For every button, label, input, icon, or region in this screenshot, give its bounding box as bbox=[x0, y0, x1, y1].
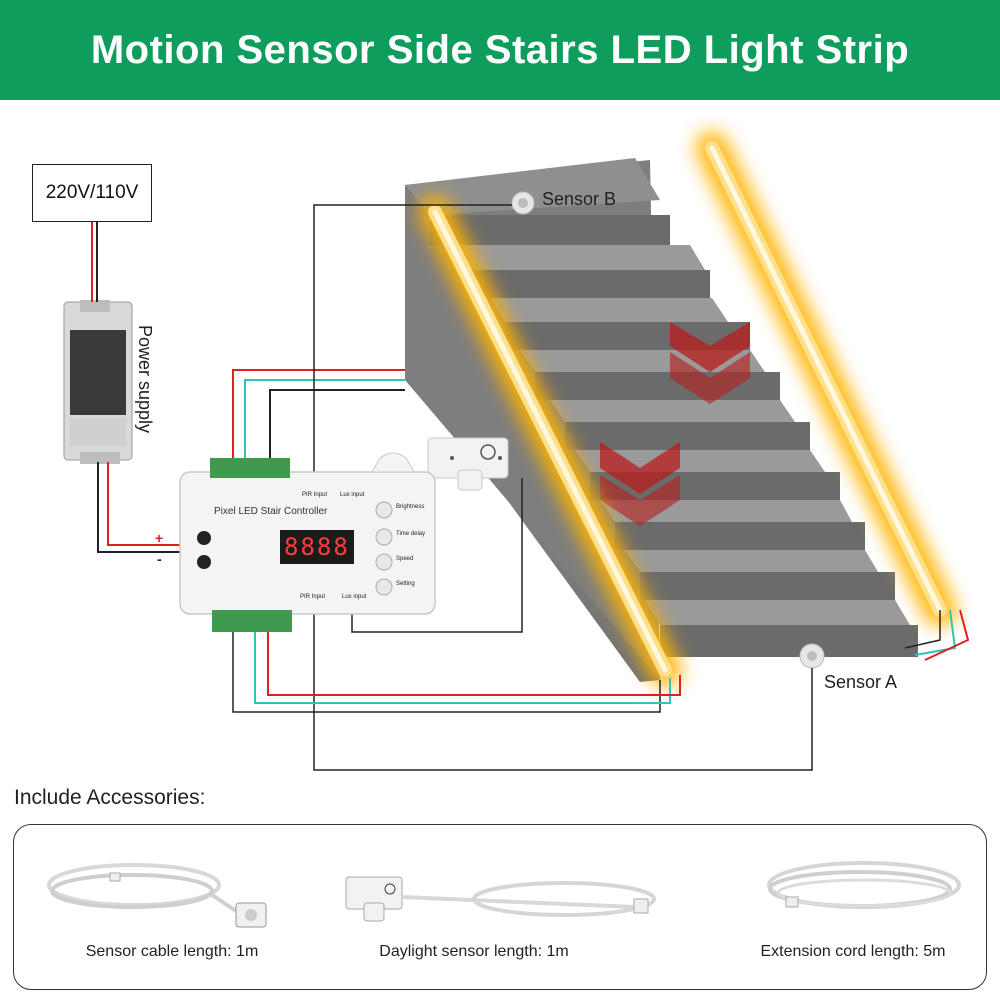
lux-input-top-label: Lux input bbox=[340, 492, 365, 498]
minus-terminal-label: - bbox=[157, 551, 162, 567]
sensor-a-device bbox=[799, 643, 825, 669]
controller-button-setting-label: Setting bbox=[396, 581, 415, 587]
accessories-panel: Sensor cable length: 1m Daylight sensor … bbox=[13, 824, 987, 990]
stair-controller-device bbox=[179, 452, 436, 632]
extension-cord-icon bbox=[767, 861, 961, 909]
plus-terminal-label: + bbox=[155, 530, 164, 546]
pir-input-top-label: PIR Input bbox=[302, 492, 328, 498]
stair-steps bbox=[405, 158, 918, 657]
motion-arrows bbox=[600, 322, 750, 526]
power-supply-label: Power supply bbox=[135, 325, 155, 434]
controller-button-brightness-label: Brightness bbox=[396, 504, 425, 510]
controller-display: 8888 bbox=[284, 533, 350, 561]
controller-title: Pixel LED Stair Controller bbox=[214, 506, 328, 517]
accessory-sensor-cable: Sensor cable length: 1m bbox=[14, 825, 334, 991]
daylight-sensor-device bbox=[427, 437, 509, 491]
sensor-b-device bbox=[511, 191, 535, 215]
lux-input-bottom-label: Lux input bbox=[342, 594, 367, 600]
controller-button-time-delay-label: Time delay bbox=[396, 531, 426, 537]
led-strip-left bbox=[418, 195, 682, 687]
title-banner: Motion Sensor Side Stairs LED Light Stri… bbox=[0, 0, 1000, 100]
power-supply-device bbox=[63, 300, 133, 464]
accessory-extension-cord: Extension cord length: 5m bbox=[664, 825, 986, 991]
accessories-heading: Include Accessories: bbox=[14, 786, 206, 809]
daylight-sensor-icon bbox=[345, 876, 656, 922]
controller-button-speed-label: Speed bbox=[396, 556, 414, 562]
sensor-b-label: Sensor B bbox=[542, 189, 617, 209]
accessory-daylight-sensor: Daylight sensor length: 1m bbox=[334, 825, 664, 991]
page-title: Motion Sensor Side Stairs LED Light Stri… bbox=[90, 27, 910, 72]
sensor-a-label: Sensor A bbox=[824, 672, 898, 692]
wiring-diagram bbox=[63, 131, 970, 771]
accessory-caption-daylight-sensor: Daylight sensor length: 1m bbox=[379, 943, 569, 960]
led-strip-right bbox=[695, 131, 957, 627]
accessory-caption-extension-cord: Extension cord length: 5m bbox=[760, 943, 946, 960]
pir-input-bottom-label: PIR Input bbox=[300, 594, 326, 600]
voltage-label: 220V/110V bbox=[32, 164, 152, 222]
sensor-cable-icon bbox=[47, 863, 267, 928]
accessory-caption-sensor-cable: Sensor cable length: 1m bbox=[85, 943, 259, 960]
